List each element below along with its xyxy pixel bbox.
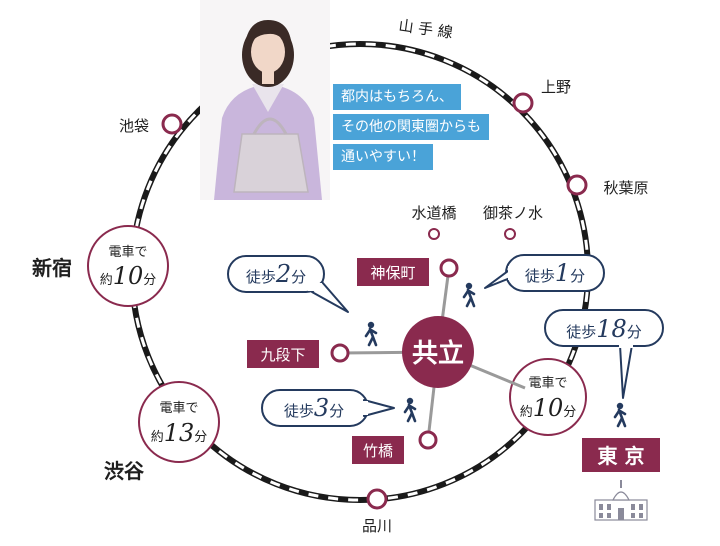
walk-unit: 分	[291, 268, 306, 286]
message-line-2: その他の関東圏からも	[333, 114, 489, 140]
tag-tokyo-bg	[582, 438, 660, 472]
walk-prefix: 徒歩	[525, 267, 555, 285]
walk-bubble-jimbocho: 徒歩2分	[227, 255, 349, 313]
kyoritsu-hub: 共立	[402, 316, 474, 388]
minutes-unit: 分	[563, 405, 576, 420]
walk-bubble-cover	[508, 266, 516, 280]
tag-takebashi: 竹橋	[363, 442, 393, 460]
person-photo	[200, 0, 330, 200]
station-label-shinagawa: 品川	[362, 517, 392, 535]
train-time-shibuya-value: 約13分	[151, 419, 208, 447]
walk-unit: 分	[570, 267, 585, 285]
tag-takebashi-bg	[352, 436, 404, 464]
walk-minutes: 2	[275, 260, 291, 288]
train-time-bubble	[138, 381, 220, 463]
station-label-ueno: 上野	[541, 78, 571, 96]
tag-kudanshita: 九段下	[260, 346, 305, 364]
walk-minutes: 18	[596, 315, 627, 343]
walk-bubble-cover	[308, 283, 322, 291]
train-line-label: 電車で	[528, 376, 567, 391]
tag-kudanshita-bg	[247, 340, 319, 368]
station-dot-takebashi	[418, 430, 438, 450]
walk-time-jimbocho: 徒歩2分	[246, 260, 306, 288]
walk-bubble-jimbocho-b: 徒歩1分	[484, 254, 605, 292]
train-time-bubble	[509, 358, 587, 436]
station-label-shibuya: 渋谷	[104, 459, 145, 483]
minutes-value: 10	[113, 262, 144, 290]
tokyo-station-building-icon	[594, 480, 648, 521]
walk-minutes: 1	[555, 259, 570, 287]
station-shinagawa: 品川	[362, 488, 392, 535]
station-marker	[161, 113, 183, 135]
station-ikebukuro: 池袋	[119, 113, 183, 135]
walk-prefix: 徒歩	[566, 323, 596, 341]
station-label-ikebukuro: 池袋	[119, 117, 149, 135]
station-akihabara: 秋葉原	[566, 174, 649, 197]
station-dot-ochanomizu	[504, 228, 516, 240]
walking-person-icon	[462, 281, 476, 308]
walk-bubble-tokyo: 徒歩18分	[544, 309, 664, 399]
train-time-bubble	[87, 225, 169, 307]
minutes-unit: 分	[194, 430, 207, 445]
station-marker	[366, 488, 388, 510]
train-time-shinjuku-value: 約10分	[100, 262, 157, 290]
walk-time-jimbocho-b: 徒歩1分	[525, 259, 585, 287]
station-label-ochanomizu: 御茶ノ水	[483, 204, 543, 222]
station-label-akihabara: 秋葉原	[603, 179, 648, 197]
walk-time-takebashi: 徒歩3分	[284, 394, 344, 422]
about-label: 約	[100, 273, 113, 288]
walk-bubble-pointer	[363, 399, 395, 417]
minutes-unit: 分	[143, 273, 156, 288]
walking-person-icon	[613, 401, 627, 428]
walking-person-icon	[403, 396, 417, 423]
minutes-value: 13	[164, 419, 195, 447]
walk-bubble-bg	[227, 255, 325, 293]
walk-minutes: 3	[314, 394, 329, 422]
walk-bubble-bg	[544, 309, 664, 347]
line-name: 山 手 線	[397, 16, 454, 41]
station-label-suidobashi: 水道橋	[411, 204, 456, 222]
walk-bubble-cover	[360, 401, 368, 415]
walk-time-tokyo: 徒歩18分	[566, 315, 642, 343]
tag-jimbocho-bg	[357, 258, 429, 286]
train-time-tokyo-value: 約10分	[520, 394, 577, 422]
station-ueno: 上野	[512, 78, 571, 114]
train-line-label: 電車で	[108, 245, 147, 260]
station-marker	[512, 92, 534, 114]
about-label: 約	[520, 405, 533, 420]
tag-jimbocho: 神保町	[370, 264, 415, 282]
station-label-shinjuku: 新宿	[32, 256, 72, 280]
message-line-1: 都内はもちろん、	[333, 84, 461, 110]
train-time-shinjuku: 電車で 約10分	[87, 225, 169, 307]
kyoritsu-hub-circle	[402, 316, 474, 388]
walking-person-icon	[364, 320, 378, 347]
about-label: 約	[151, 430, 164, 445]
train-line-label: 電車で	[159, 401, 198, 416]
train-time-tokyo: 電車で 約10分	[509, 358, 587, 436]
walk-bubble-pointer	[484, 267, 513, 289]
station-dot-kudanshita	[330, 343, 350, 363]
walk-bubble-takebashi: 徒歩3分	[261, 389, 395, 427]
walk-bubble-cover	[619, 340, 633, 348]
train-time-shibuya: 電車で 約13分	[138, 381, 220, 463]
message-line-3: 通いやすい！	[333, 144, 433, 170]
walk-unit: 分	[329, 402, 344, 420]
walk-bubble-pointer	[619, 344, 633, 399]
kyoritsu-label: 共立	[412, 338, 464, 369]
station-dot-jimbocho	[439, 258, 459, 278]
station-dot-suidobashi	[428, 228, 440, 240]
walk-unit: 分	[627, 323, 642, 341]
minutes-value: 10	[533, 394, 564, 422]
walk-prefix: 徒歩	[246, 268, 276, 286]
station-marker	[566, 174, 588, 196]
walk-prefix: 徒歩	[284, 402, 314, 420]
tag-tokyo: 東 京	[598, 444, 645, 468]
